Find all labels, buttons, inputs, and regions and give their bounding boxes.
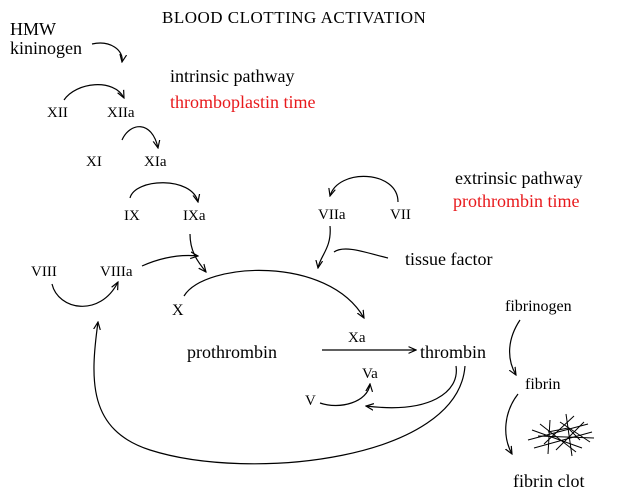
arrow-fibrin-to-clot [506, 393, 519, 454]
fibrin-clot-mesh-icon [527, 413, 595, 457]
factor-xia: XIa [144, 154, 167, 170]
kininogen-label: kininogen [10, 38, 82, 58]
arrow-ixa-to-x-activation [189, 233, 206, 272]
arrow-thrombin-activates-viii [94, 322, 466, 465]
factor-ixa: IXa [183, 208, 206, 224]
factor-ix: IX [124, 208, 140, 224]
prothrombin-time-label: prothrombin time [453, 191, 579, 211]
factor-xii: XII [47, 105, 68, 121]
factor-vii: VII [390, 207, 411, 223]
extrinsic-pathway-label: extrinsic pathway [455, 168, 582, 188]
fibrin-label: fibrin [525, 376, 561, 393]
arrow-v-to-va [319, 384, 370, 407]
thrombin-label: thrombin [420, 342, 486, 362]
factor-v: V [305, 393, 316, 409]
hmw-label: HMW [10, 19, 56, 39]
arrow-xiia-activates-xi [121, 126, 158, 148]
factor-viiia: VIIIa [100, 264, 133, 280]
factor-va: Va [362, 366, 378, 382]
arrow-viia-to-x-activation [318, 225, 331, 268]
tissue-factor-label: tissue factor [405, 249, 492, 269]
thromboplastin-time-label: thromboplastin time [170, 92, 316, 112]
line-tissue-factor [333, 248, 389, 259]
fibrinogen-label: fibrinogen [505, 298, 572, 315]
arrow-vii-to-viia [330, 175, 399, 203]
prothrombin-label: prothrombin [187, 342, 277, 362]
factor-viii: VIII [31, 264, 57, 280]
factor-xiia: XIIa [107, 105, 135, 121]
arrow-viii-to-viiia [51, 282, 118, 307]
arrow-fibrinogen-to-fibrin [510, 319, 521, 375]
fibrin-clot-label: fibrin clot [513, 471, 584, 491]
arrow-ix-to-ixa [129, 182, 198, 202]
factor-x: X [172, 302, 184, 319]
diagram-title: BLOOD CLOTTING ACTIVATION [162, 8, 426, 27]
factor-xa: Xa [348, 330, 366, 346]
arrow-xii-to-xiia [63, 84, 124, 101]
factor-viia: VIIa [318, 207, 346, 223]
intrinsic-pathway-label: intrinsic pathway [170, 66, 294, 86]
arrow-thrombin-activates-v [366, 365, 457, 408]
arrow-viiia-to-tenase [141, 255, 198, 267]
factor-xi: XI [86, 154, 102, 170]
arrow-hmw-kininogen [91, 42, 122, 62]
arrow-x-to-xa [183, 269, 364, 318]
